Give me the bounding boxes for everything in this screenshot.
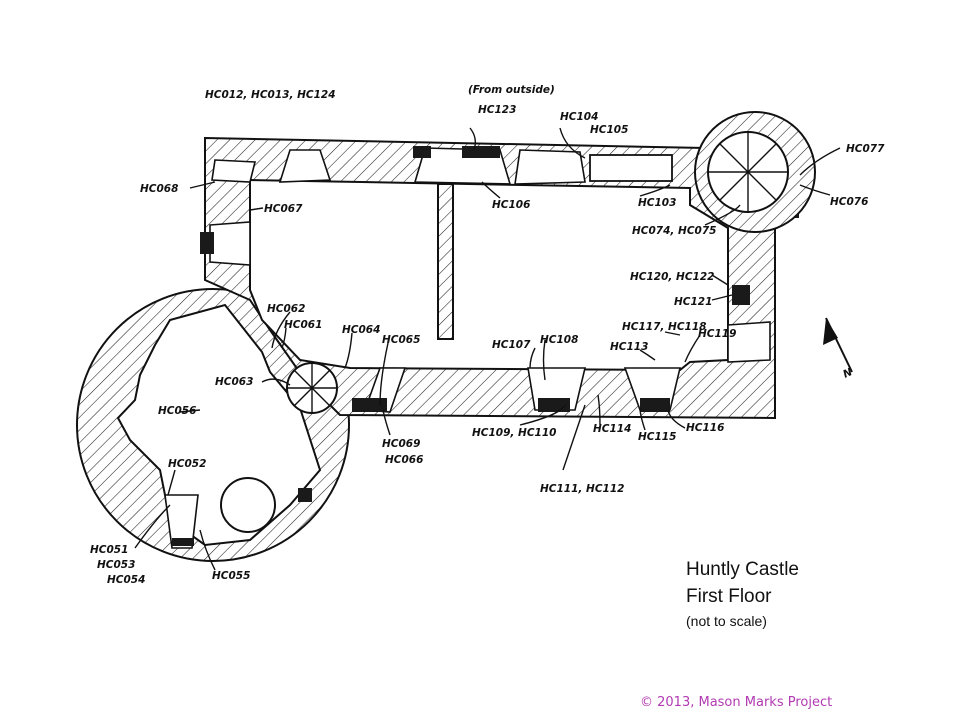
label-hc123: HC123 <box>478 104 516 116</box>
north-label: N <box>841 366 854 381</box>
label-hc116: HC116 <box>686 422 724 434</box>
title-block: Huntly Castle First Floor (not to scale) <box>686 556 799 632</box>
label-hc077: HC077 <box>846 143 885 155</box>
label-hc105: HC105 <box>590 124 628 136</box>
label-hc076: HC076 <box>830 196 868 208</box>
label-hc012-hc013-hc124: HC012, HC013, HC124 <box>205 89 336 101</box>
label-hc113: HC113 <box>610 341 648 353</box>
scale-note: (not to scale) <box>686 613 767 629</box>
label-hc063: HC063 <box>215 376 253 388</box>
round-tower <box>76 288 350 562</box>
label-hc053: HC053 <box>97 559 135 571</box>
label-hc051: HC051 <box>90 544 128 556</box>
label-hc103: HC103 <box>638 197 676 209</box>
label-hc109-hc110: HC109, HC110 <box>472 427 556 439</box>
label-hc115: HC115 <box>638 431 676 443</box>
label-hc052: HC052 <box>168 458 206 470</box>
label-hc069: HC069 <box>382 438 420 450</box>
from-outside-note: (From outside) <box>468 84 555 96</box>
label-hc065: HC065 <box>382 334 420 346</box>
north-arrow: N <box>823 317 854 381</box>
label-hc117-hc118: HC117, HC118 <box>622 321 706 333</box>
label-hc055: HC055 <box>212 570 250 582</box>
label-hc067: HC067 <box>264 203 303 215</box>
label-hc066: HC066 <box>385 454 423 466</box>
small-spiral-stair <box>286 362 338 414</box>
label-hc062: HC062 <box>267 303 305 315</box>
label-hc106: HC106 <box>492 199 530 211</box>
label-hc111-hc112: HC111, HC112 <box>540 483 624 495</box>
plan-floor: First Floor <box>686 586 772 607</box>
label-hc121: HC121 <box>674 296 712 308</box>
label-hc064: HC064 <box>342 324 380 336</box>
main-block <box>200 136 799 420</box>
label-hc107: HC107 <box>492 339 531 351</box>
ne-stair-tower <box>694 111 816 233</box>
mark-labels: (From outside) HC012, HC013, HC124 HC123… <box>90 84 885 586</box>
label-hc054: HC054 <box>107 574 145 586</box>
label-hc056: HC056 <box>158 405 196 417</box>
plan-title: Huntly Castle <box>686 559 799 580</box>
label-hc061: HC061 <box>284 319 322 331</box>
label-hc104: HC104 <box>560 111 598 123</box>
label-hc108: HC108 <box>540 334 578 346</box>
label-hc114: HC114 <box>593 423 631 435</box>
label-hc068: HC068 <box>140 183 178 195</box>
leader-lines <box>134 127 841 571</box>
label-hc119: HC119 <box>698 328 736 340</box>
copyright-notice: © 2013, Mason Marks Project <box>640 695 833 710</box>
label-hc120-hc122: HC120, HC122 <box>630 271 714 283</box>
label-hc074-hc075: HC074, HC075 <box>632 225 716 237</box>
